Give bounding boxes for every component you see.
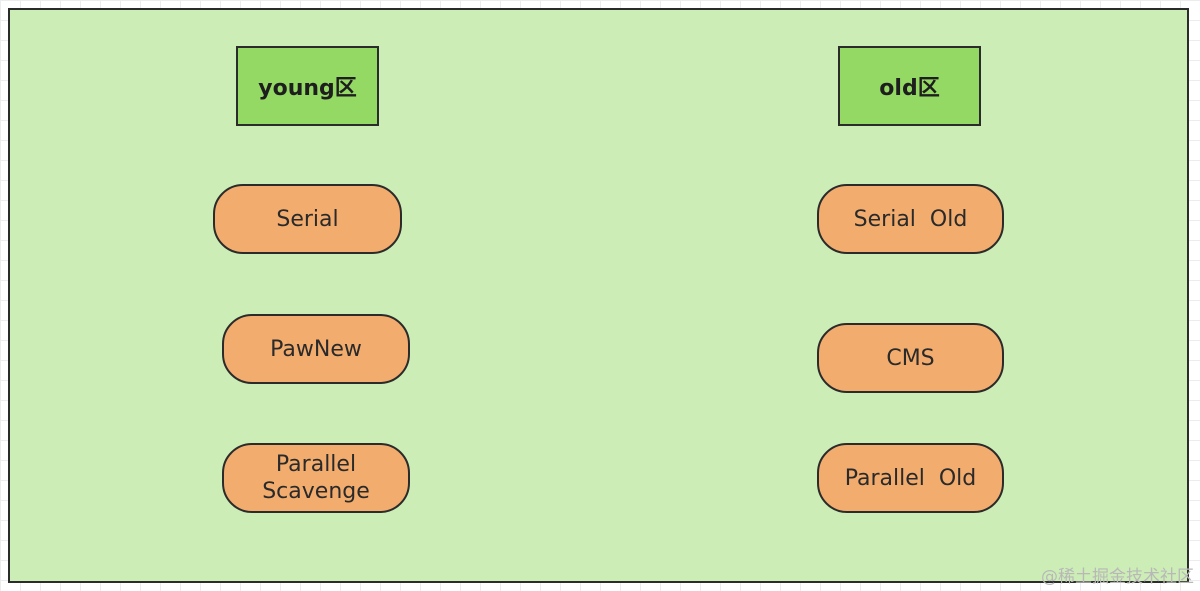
collector-parnew: PawNew bbox=[222, 314, 410, 384]
collector-parallel-scavenge: Parallel Scavenge bbox=[222, 443, 410, 513]
young-generation-header: young区 bbox=[236, 46, 379, 126]
collector-serial-old: Serial Old bbox=[817, 184, 1004, 254]
collector-parallel-old: Parallel Old bbox=[817, 443, 1004, 513]
collector-serial: Serial bbox=[213, 184, 402, 254]
gc-collectors-panel bbox=[8, 8, 1189, 583]
watermark: @稀土掘金技术社区 bbox=[1041, 567, 1194, 587]
old-generation-header: old区 bbox=[838, 46, 981, 126]
collector-cms: CMS bbox=[817, 323, 1004, 393]
